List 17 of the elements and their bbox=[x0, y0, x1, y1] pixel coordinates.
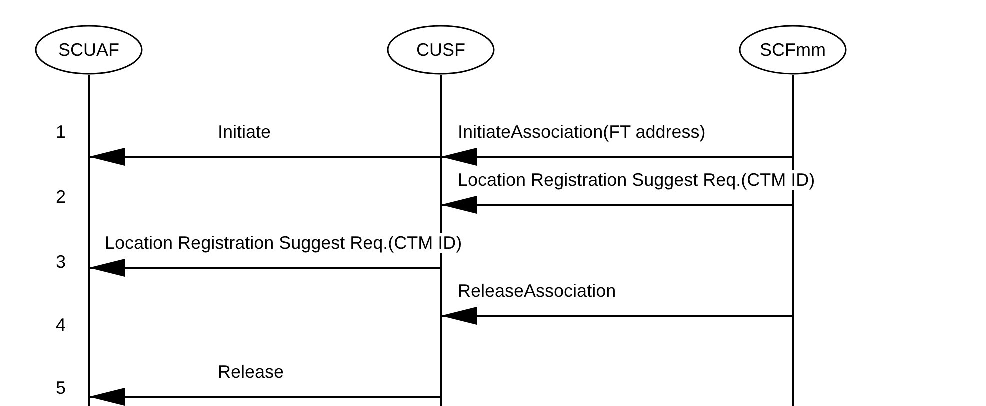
message-arrow bbox=[89, 148, 441, 166]
step-number: 4 bbox=[56, 315, 66, 335]
step-number: 5 bbox=[56, 378, 66, 398]
message-arrow bbox=[89, 259, 441, 277]
message-arrow bbox=[441, 148, 793, 166]
step-number: 3 bbox=[56, 252, 66, 272]
entity-name: CUSF bbox=[416, 39, 466, 62]
step-number: 2 bbox=[56, 187, 66, 207]
message-label: Location Registration Suggest Req.(CTM ID) bbox=[458, 170, 816, 190]
message-arrow bbox=[441, 196, 793, 214]
entity-name: SCUAF bbox=[58, 39, 120, 62]
step-number: 1 bbox=[56, 122, 66, 142]
message-arrow bbox=[441, 307, 793, 325]
entity-name: SCFmm bbox=[760, 39, 826, 62]
message-arrow bbox=[89, 388, 441, 406]
message-label: InitiateAssociation(FT address) bbox=[458, 122, 706, 142]
message-label: Location Registration Suggest Req.(CTM ID) bbox=[105, 233, 462, 253]
